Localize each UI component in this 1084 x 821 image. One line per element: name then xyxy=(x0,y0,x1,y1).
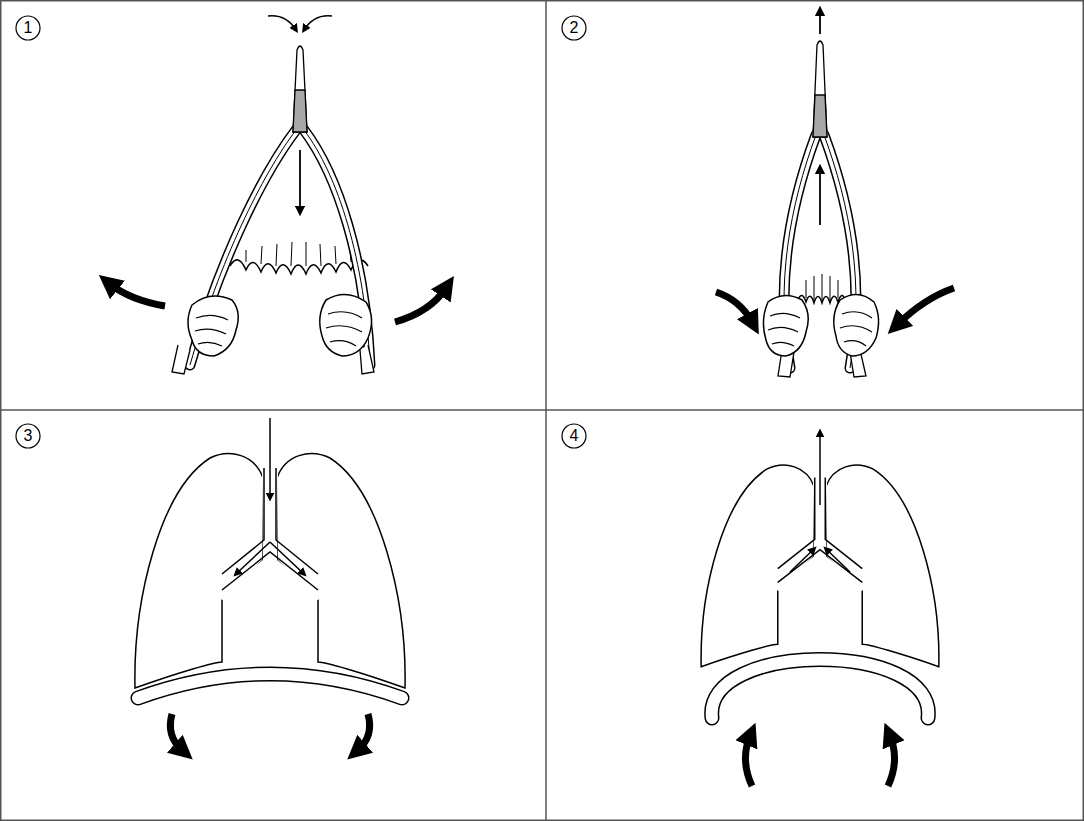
callout-circles xyxy=(16,16,586,448)
callout-number-text: 3 xyxy=(24,427,33,444)
callout-number-text: 2 xyxy=(570,19,579,36)
bellows-open xyxy=(110,16,446,374)
callout-number: 2 xyxy=(561,15,587,41)
callout-number: 3 xyxy=(15,423,41,449)
bellows-closed xyxy=(716,10,954,377)
callout-number: 4 xyxy=(561,423,587,449)
callout-number-text: 4 xyxy=(570,427,579,444)
lungs-exhale xyxy=(701,432,939,786)
lungs-inhale xyxy=(135,418,405,750)
callout-number: 1 xyxy=(15,15,41,41)
callout-number-text: 1 xyxy=(24,19,33,36)
